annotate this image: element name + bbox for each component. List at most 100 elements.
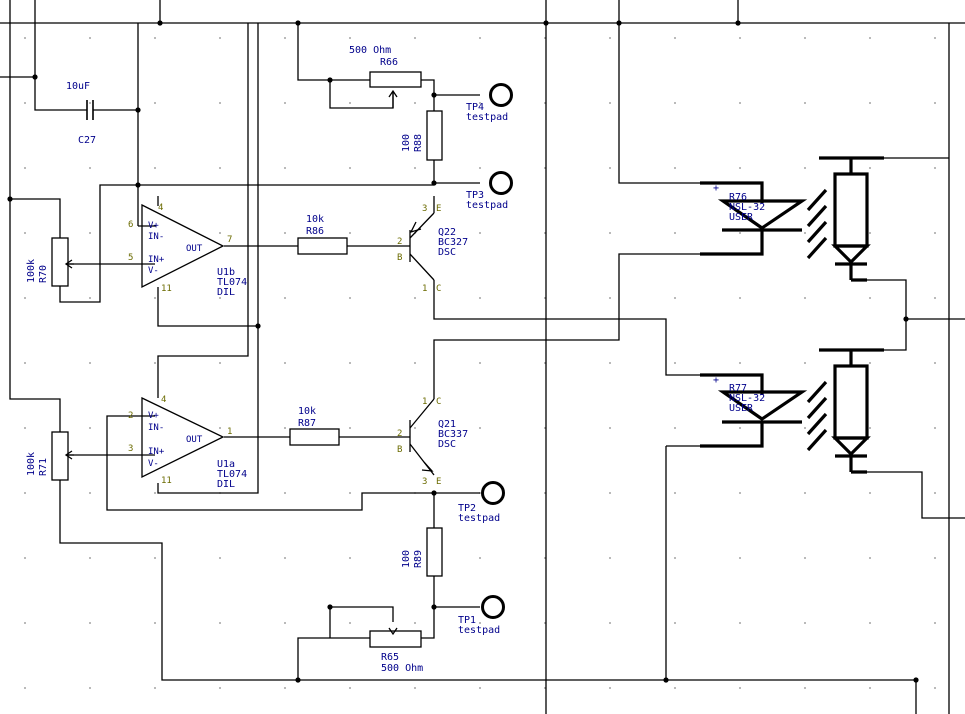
grid-dot: [804, 297, 806, 299]
r70-value: 100k: [26, 259, 37, 283]
u1b-pin-5: 5: [128, 253, 133, 263]
optocoupler-r77[interactable]: + R77 NSL-32 USER: [700, 348, 884, 474]
grid-dot: [154, 362, 156, 364]
testpad-tp4[interactable]: TP4 testpad: [466, 83, 513, 124]
resistor-r86[interactable]: 10k R86: [297, 214, 348, 255]
grid-dot: [24, 297, 26, 299]
grid-dot: [24, 232, 26, 234]
grid-dot: [804, 37, 806, 39]
capacitor-c27[interactable]: 10uF C27: [66, 81, 100, 146]
grid-dot: [89, 557, 91, 559]
testpad-tp3[interactable]: TP3 testpad: [466, 171, 513, 212]
grid-dot: [869, 492, 871, 494]
optocoupler-r76[interactable]: + R76 NSL-32 USER: [700, 156, 884, 282]
potentiometer-r71[interactable]: 100k R71: [26, 431, 74, 481]
r71-value: 100k: [26, 452, 37, 476]
testpad-tp1[interactable]: TP1 testpad: [458, 595, 505, 637]
grid-dot: [934, 167, 936, 169]
grid-dot: [739, 297, 741, 299]
resistor-r87[interactable]: 10k R87: [289, 406, 340, 446]
grid-dot: [739, 167, 741, 169]
grid-dot: [89, 167, 91, 169]
grid-dot: [89, 37, 91, 39]
grid-dot: [609, 37, 611, 39]
grid-dot: [219, 362, 221, 364]
grid-dot: [479, 232, 481, 234]
u1a-pin-4: 4: [161, 395, 166, 405]
grid-dot: [89, 362, 91, 364]
r66-value: 500 Ohm: [349, 45, 391, 56]
transistor-q21[interactable]: C 1 2 B 3 E Q21 BC337 DSC: [397, 397, 468, 487]
grid-dot: [869, 232, 871, 234]
u1b-ref: U1b: [217, 267, 235, 278]
q22-c: C: [436, 284, 441, 294]
q21-b: B: [397, 445, 402, 455]
junctions: [7, 20, 919, 683]
grid-dot: [739, 687, 741, 689]
grid-dot: [674, 37, 676, 39]
r76-value: NSL-32: [729, 202, 765, 213]
resistor-r89[interactable]: 100 R89: [401, 527, 443, 577]
grid-dot: [804, 492, 806, 494]
transistor-q22[interactable]: E 3 2 B 1 C Q22 BC327 DSC: [397, 204, 468, 294]
grid-dots: [24, 37, 936, 689]
r76-kind: USER: [729, 212, 754, 223]
u1a-in-plus: IN+: [148, 447, 165, 457]
grid-dot: [934, 297, 936, 299]
grid-dot: [739, 362, 741, 364]
grid-dot: [934, 557, 936, 559]
grid-dot: [284, 427, 286, 429]
tp4-value: testpad: [466, 112, 508, 123]
grid-dot: [414, 362, 416, 364]
grid-dot: [804, 622, 806, 624]
tp1-ref: TP1: [458, 615, 476, 626]
grid-dot: [24, 427, 26, 429]
r76-ref: R76: [729, 192, 747, 203]
grid-dot: [674, 622, 676, 624]
grid-dot: [89, 427, 91, 429]
grid-dot: [739, 427, 741, 429]
potentiometer-r70[interactable]: 100k R70: [26, 237, 74, 287]
r88-value: 100: [401, 134, 412, 152]
u1b-in-minus: IN-: [148, 232, 164, 242]
testpad-tp2[interactable]: TP2 testpad: [458, 481, 505, 525]
grid-dot: [609, 687, 611, 689]
grid-dot: [934, 102, 936, 104]
grid-dot: [219, 622, 221, 624]
grid-dot: [739, 492, 741, 494]
potentiometer-r66[interactable]: 500 Ohm R66: [349, 45, 422, 108]
grid-dot: [154, 37, 156, 39]
u1b-pin-7: 7: [227, 235, 232, 245]
tp1-value: testpad: [458, 625, 500, 636]
grid-dot: [349, 102, 351, 104]
grid-dot: [609, 622, 611, 624]
grid-dot: [414, 297, 416, 299]
grid-dot: [349, 492, 351, 494]
potentiometer-r65[interactable]: R65 500 Ohm: [369, 627, 423, 674]
c27-value: 10uF: [66, 81, 90, 92]
u1b-out: OUT: [186, 244, 203, 254]
grid-dot: [804, 167, 806, 169]
grid-dot: [219, 427, 221, 429]
grid-dot: [609, 102, 611, 104]
grid-dot: [284, 37, 286, 39]
grid-dot: [869, 362, 871, 364]
grid-dot: [479, 687, 481, 689]
opamp-u1b[interactable]: 4 6 5 7 11 V+ IN- IN+ V- OUT U1b TL074 D…: [128, 203, 247, 298]
grid-dot: [24, 557, 26, 559]
grid-dot: [739, 622, 741, 624]
resistor-r88[interactable]: 100 R88: [401, 110, 443, 161]
r77-ref: R77: [729, 383, 747, 394]
u1b-pin-4: 4: [158, 203, 163, 213]
grid-dot: [479, 622, 481, 624]
grid-dot: [609, 297, 611, 299]
u1b-pin-6: 6: [128, 220, 133, 230]
grid-dot: [869, 687, 871, 689]
opamp-u1a[interactable]: 4 2 3 1 11 V+ IN- IN+ V- OUT U1a TL074 D…: [128, 395, 247, 490]
r65-ref: R65: [381, 652, 399, 663]
q21-pin-1: 1: [422, 397, 427, 407]
grid-dot: [284, 557, 286, 559]
grid-dot: [934, 37, 936, 39]
q21-e: E: [436, 477, 441, 487]
